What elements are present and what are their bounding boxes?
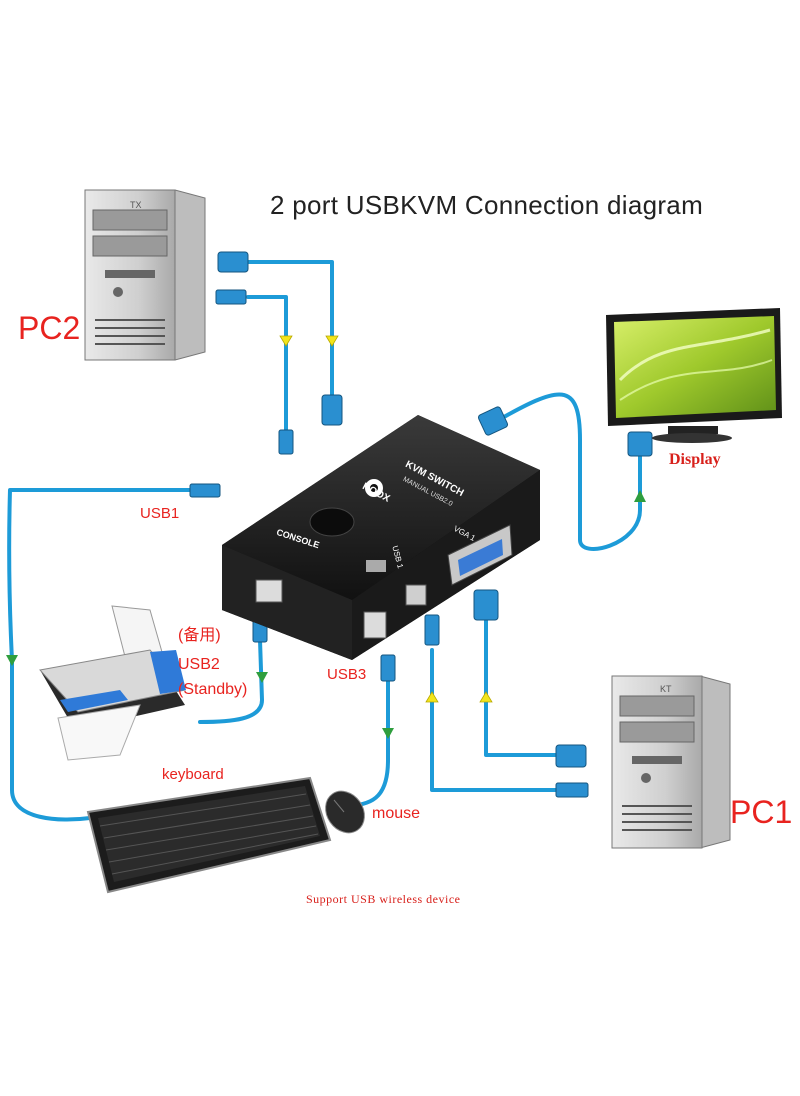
pc2-tower-mark: TX	[130, 200, 142, 210]
arrow-green	[6, 655, 18, 666]
label-usb2-standby: (Standby)	[178, 681, 248, 698]
vga-plug	[321, 394, 343, 426]
cable-display	[493, 392, 642, 551]
arrow-yellow	[425, 691, 439, 703]
mouse	[325, 790, 365, 834]
cable-pc1-usb	[430, 648, 562, 792]
pc1-tower-mark: KT	[660, 684, 672, 694]
usb-plug	[215, 289, 247, 305]
vga-plug	[627, 431, 653, 457]
arrow-yellow	[279, 335, 293, 347]
monitor	[606, 308, 782, 443]
pc1-tower	[611, 675, 731, 849]
usb-b-port	[405, 584, 427, 606]
printer	[39, 605, 186, 761]
label-mouse: mouse	[372, 805, 421, 822]
label-usb2: USB2	[178, 656, 220, 673]
usb-plug	[555, 782, 589, 798]
keyboard	[86, 776, 332, 894]
usb-port	[363, 611, 387, 639]
vga-plug	[477, 406, 509, 436]
label-support: Support USB wireless device	[306, 892, 461, 906]
arrow-green	[256, 672, 268, 683]
label-display: Display	[669, 451, 721, 468]
vga-plug	[555, 744, 587, 768]
usb-plug	[424, 614, 440, 646]
label-pc1: PC1	[730, 794, 793, 830]
usb-plug	[380, 654, 396, 682]
diagram-title: 2 port USBKVM Connection diagram	[270, 190, 704, 220]
switch-button	[309, 507, 355, 537]
usb-port	[255, 579, 283, 603]
arrows	[6, 335, 646, 739]
label-keyboard: keyboard	[162, 766, 224, 783]
usb-plug	[278, 429, 294, 455]
cable-pc1-vga	[484, 618, 562, 757]
vga-plug	[217, 251, 249, 273]
label-pc2: PC2	[18, 310, 81, 346]
arrow-green	[634, 490, 646, 502]
cable-usb3	[343, 678, 390, 808]
label-usb3: USB3	[327, 666, 367, 683]
arrow-green	[382, 728, 394, 739]
pc2-tower	[84, 189, 206, 361]
cable-pc2-vga	[246, 260, 334, 397]
label-usb1: USB1	[140, 505, 180, 522]
label-usb2-cn: (备用)	[178, 627, 221, 644]
arrow-yellow	[325, 335, 339, 347]
arrow-yellow	[479, 691, 493, 703]
vga-plug	[473, 589, 499, 621]
kvm-switch	[222, 415, 540, 660]
usb-plug	[189, 483, 221, 498]
connectors	[189, 251, 653, 798]
cable-usb2	[198, 638, 264, 724]
cable-pc2-usb	[246, 295, 288, 432]
